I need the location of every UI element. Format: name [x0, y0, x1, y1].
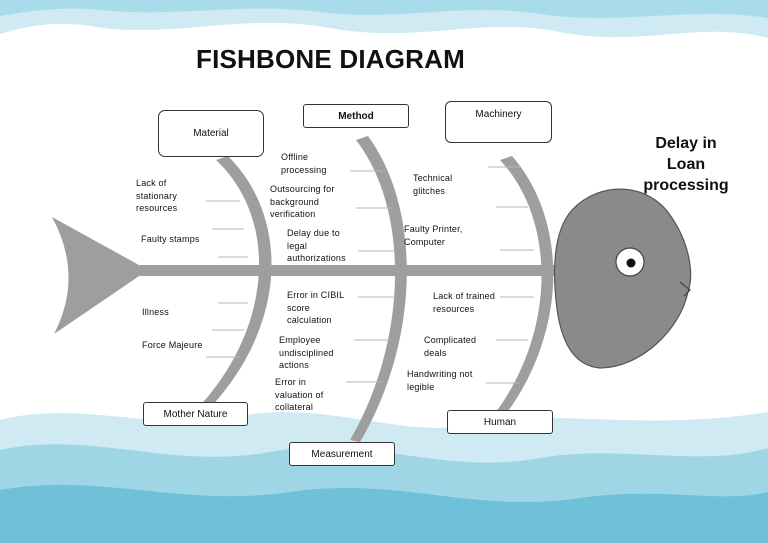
cause-method-1: Offline processing — [281, 152, 327, 175]
cause-mother-nature-1: Illness — [142, 307, 169, 317]
cause-method-2: Outsourcing for background verification — [270, 184, 335, 219]
fish-tail — [52, 217, 148, 334]
cause-measurement-1: Error in CIBIL score calculation — [287, 290, 345, 325]
fish-pupil — [626, 258, 636, 268]
diagram-title: FISHBONE DIAGRAM — [196, 44, 465, 74]
cause-machinery-2: Faulty Printer, Computer — [404, 224, 463, 247]
cause-material-1: Lack of stationary resources — [136, 178, 178, 213]
fish-mouth — [679, 281, 691, 297]
category-human: Human — [447, 410, 553, 434]
effect-label: Delay in Loan processing — [643, 135, 729, 194]
cause-measurement-2: Employee undisciplined actions — [279, 335, 334, 370]
category-machinery: Machinery — [445, 101, 552, 143]
cause-human-3: Handwriting not legible — [407, 369, 473, 392]
fish-head — [553, 188, 692, 369]
cause-method-3: Delay due to legal authorizations — [287, 228, 346, 263]
category-measurement: Measurement — [289, 442, 395, 466]
rib-material-mother — [196, 156, 272, 412]
fish-spine — [140, 265, 570, 276]
category-material: Material — [158, 110, 264, 157]
cause-human-1: Lack of trained resources — [433, 291, 496, 314]
cause-mother-nature-2: Force Majeure — [142, 340, 203, 350]
bottom-wave-dark — [0, 484, 768, 543]
minor-bones — [206, 166, 534, 384]
cause-machinery-1: Technical glitches — [413, 173, 453, 196]
cause-material-2: Faulty stamps — [141, 234, 200, 244]
rib-method-measurement — [350, 136, 407, 442]
top-wave-dark — [0, 0, 768, 18]
rib-machinery-human — [496, 156, 554, 414]
category-mother-nature: Mother Nature — [143, 402, 248, 426]
cause-human-2: Complicated deals — [424, 335, 477, 358]
category-method: Method — [303, 104, 409, 128]
cause-measurement-3: Error in valuation of collateral — [275, 377, 324, 412]
